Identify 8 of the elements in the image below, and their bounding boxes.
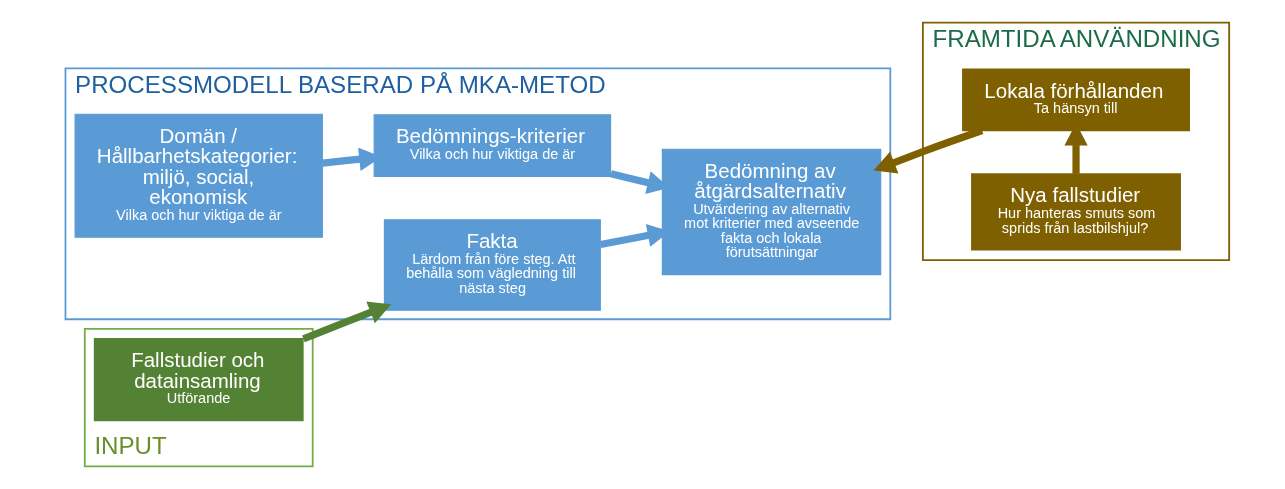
node-box: Lokala förhållanden Ta hänsyn till: [962, 68, 1190, 132]
node-box: Bedömnings-kriterier Vilka och hur viktiga de är: [373, 114, 612, 177]
node-box: Fallstudier och datainsamling Utförande: [93, 337, 304, 422]
node-box: Domän / Hållbarhetskategorier: miljö, social, ekonomisk Vilka och hur viktiga de är: [74, 113, 323, 238]
node-box: Nya fallstudier Hur hanteras smuts som sprids från lastbilshjul?: [971, 173, 1181, 251]
node-box: Fakta Lärdom från före steg. Att behålla som vägledning till nästa steg: [383, 219, 601, 311]
arrow: [302, 301, 392, 343]
node-box: Bedömning av åtgärdsalternativ Utvärdering av alternativ mot kriterier med avseende fakta och lokala förutsättningar: [661, 148, 882, 276]
